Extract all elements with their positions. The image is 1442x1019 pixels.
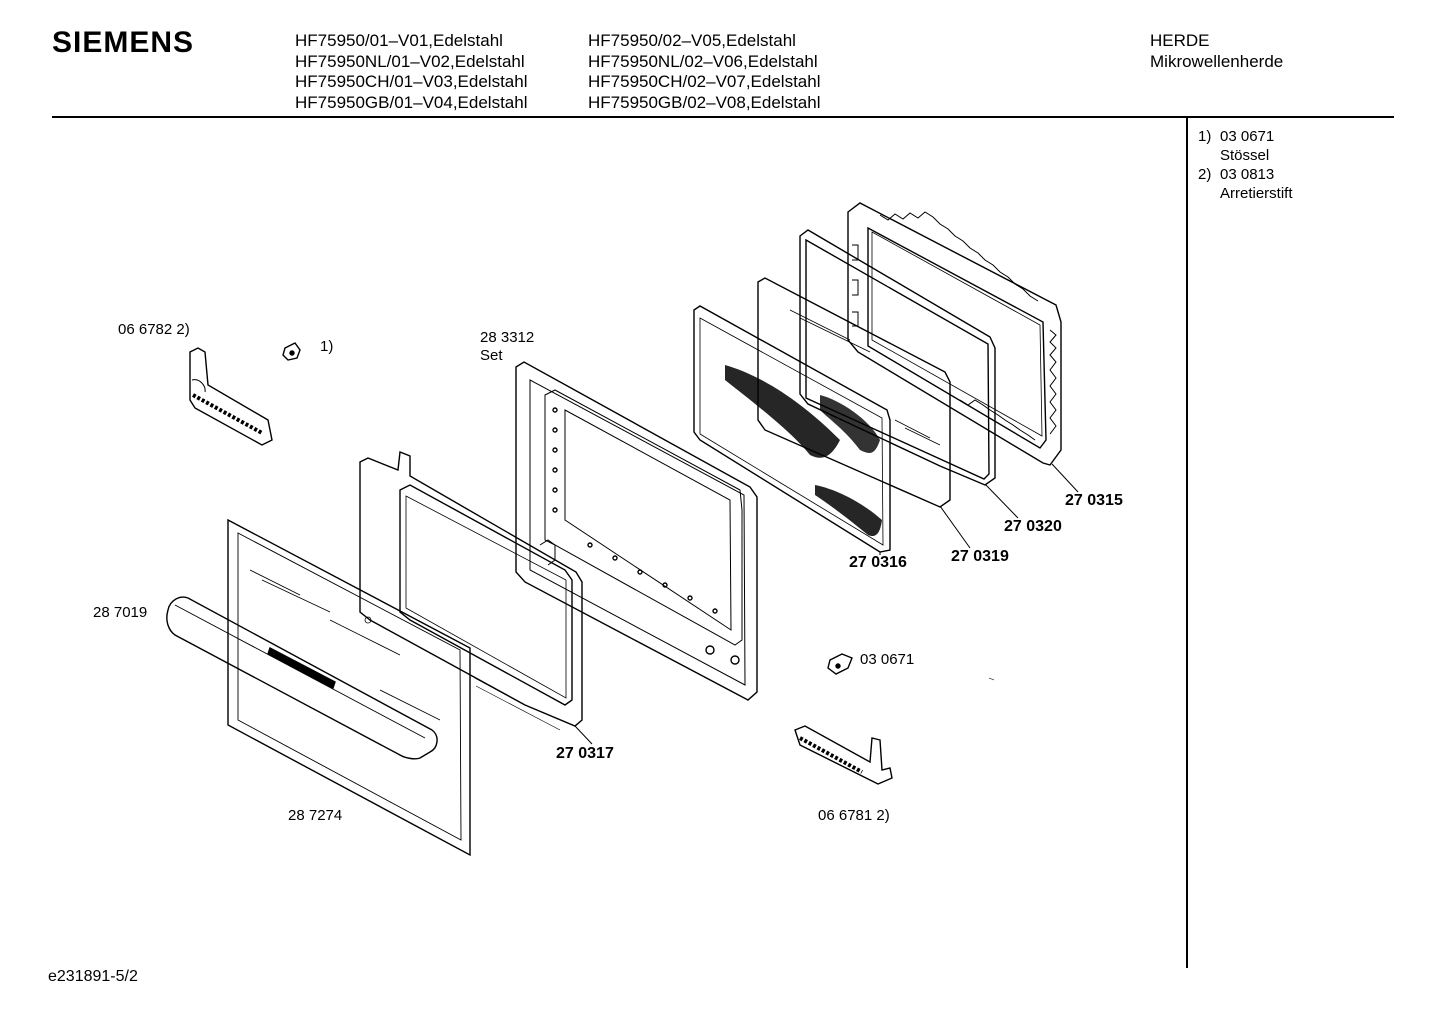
model-item: HF75950/02–V05,Edelstahl bbox=[588, 31, 796, 50]
model-item: HF75950GB/01–V04,Edelstahl bbox=[295, 93, 528, 113]
notes-legend: 1) 03 0671 Stössel 2) 03 0813 Arretierst… bbox=[1198, 127, 1293, 203]
model-item: HF75950NL/01–V02,Edelstahl bbox=[295, 51, 525, 71]
model-list-col2: HF75950/02–V05,Edelstahl HF75950NL/02–V0… bbox=[588, 31, 821, 114]
label-handle: 28 7019 bbox=[93, 604, 148, 621]
inner-frame-part bbox=[359, 451, 583, 727]
label-pin-top: 1) bbox=[320, 338, 334, 355]
leader-270317 bbox=[574, 725, 593, 745]
note-item: 1) 03 0671 bbox=[1198, 127, 1293, 146]
model-list-col1: HF75950/01–V01,Edelstahl HF75950NL/01–V0… bbox=[295, 31, 528, 114]
category: HERDE bbox=[1150, 31, 1210, 50]
right-hinge-part bbox=[794, 725, 893, 785]
note-code: 03 0813 bbox=[1220, 166, 1275, 183]
note-name: Stössel bbox=[1220, 147, 1270, 164]
brand-logo: SIEMENS bbox=[52, 26, 195, 59]
leader-270315 bbox=[1051, 463, 1079, 493]
label-choke-frame: 27 0315 bbox=[1065, 492, 1123, 509]
label-hinge-left: 06 6782 2) bbox=[118, 321, 190, 338]
panel-mesh-part bbox=[693, 305, 891, 553]
note-item: Arretierstift bbox=[1198, 184, 1293, 203]
drawing-id: e231891-5/2 bbox=[48, 968, 138, 985]
label-panel-mesh: 27 0316 bbox=[849, 554, 907, 571]
door-frame-set-part bbox=[515, 361, 758, 701]
note-number: 2) bbox=[1198, 166, 1212, 183]
leader-270319 bbox=[939, 505, 971, 549]
model-item: HF75950NL/02–V06,Edelstahl bbox=[588, 51, 818, 71]
leader-dash-1 bbox=[474, 677, 526, 706]
glass-pane-part bbox=[757, 277, 951, 508]
note-name: Arretierstift bbox=[1220, 185, 1293, 202]
left-hinge-part bbox=[189, 347, 273, 446]
label-outer-glass: 28 7274 bbox=[288, 807, 343, 824]
label-hinge-right: 06 6781 2) bbox=[818, 807, 890, 824]
note-code: 03 0671 bbox=[1220, 128, 1275, 145]
label-inner-frame: 27 0317 bbox=[556, 745, 614, 762]
model-item: HF75950/01–V01,Edelstahl bbox=[295, 31, 503, 50]
pin-top-part bbox=[282, 342, 301, 361]
model-item: HF75950GB/02–V08,Edelstahl bbox=[588, 93, 821, 113]
model-item: HF75950CH/01–V03,Edelstahl bbox=[295, 72, 528, 92]
handle-part bbox=[166, 596, 438, 760]
label-glass-pane: 27 0319 bbox=[951, 548, 1009, 565]
seal-part bbox=[799, 229, 996, 486]
pin-bottom-part bbox=[827, 653, 853, 675]
leader-270320 bbox=[984, 483, 1019, 519]
note-item: Stössel bbox=[1198, 146, 1293, 165]
model-item: HF75950CH/02–V07,Edelstahl bbox=[588, 72, 821, 92]
note-item: 2) 03 0813 bbox=[1198, 165, 1293, 184]
label-pin-bottom: 03 0671 bbox=[860, 651, 915, 668]
note-number: 1) bbox=[1198, 128, 1212, 145]
subcategory: Mikrowellenherde bbox=[1150, 51, 1284, 71]
label-set: Set bbox=[480, 347, 503, 364]
category-block: HERDE Mikrowellenherde bbox=[1150, 31, 1283, 72]
label-set-code: 28 3312 bbox=[480, 329, 535, 346]
choke-frame-part bbox=[847, 202, 1062, 466]
label-seal: 27 0320 bbox=[1004, 518, 1062, 535]
outer-glass-part bbox=[227, 518, 471, 857]
